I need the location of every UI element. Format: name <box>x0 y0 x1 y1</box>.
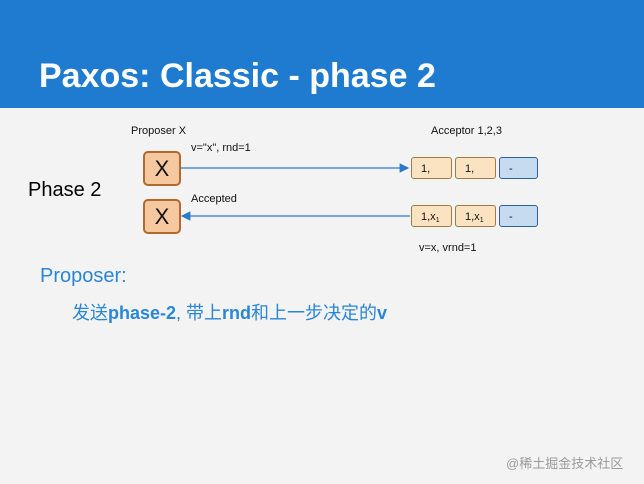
acceptor-1-accepted: 1,x1 <box>411 205 452 227</box>
acceptor-2-state: 1, <box>455 157 496 179</box>
desc-part-5: 和上一步决定的 <box>251 303 378 323</box>
proposer-node-response: X <box>143 199 181 234</box>
acceptor-2-value: 1,x <box>465 211 480 223</box>
acceptor-3-state: - <box>499 157 538 179</box>
proposer-node-request: X <box>143 151 181 186</box>
request-label: v="x", rnd=1 <box>191 142 251 154</box>
desc-part-2: phase-2 <box>108 303 177 323</box>
proposer-label: Proposer X <box>131 125 187 137</box>
acceptor-3-accepted: - <box>499 205 538 227</box>
acceptor-2-subscript: 1 <box>479 217 484 224</box>
desc-part-6: v <box>377 303 388 323</box>
response-label: Accepted <box>191 193 237 205</box>
state-label: v=x, vrnd=1 <box>419 242 477 254</box>
proposer-description: 发送phase-2, 带上rnd和上一步决定的v <box>72 301 387 325</box>
phase-label: Phase 2 <box>28 179 102 201</box>
acceptor-1-state: 1, <box>411 157 452 179</box>
desc-part-4: rnd <box>222 303 252 323</box>
acceptor-2-accepted: 1,x1 <box>455 205 496 227</box>
desc-part-3: , 带上 <box>176 303 223 323</box>
acceptor-label: Acceptor 1,2,3 <box>431 125 502 137</box>
slide-title: Paxos: Classic - phase 2 <box>39 57 436 95</box>
acceptor-1-value: 1,x <box>421 211 436 223</box>
desc-part-1: 发送 <box>72 303 108 323</box>
title-bar: Paxos: Classic - phase 2 <box>0 0 644 108</box>
acceptor-1-subscript: 1 <box>435 217 440 224</box>
proposer-heading: Proposer: <box>40 265 127 287</box>
watermark: @稀土掘金技术社区 <box>506 456 624 471</box>
